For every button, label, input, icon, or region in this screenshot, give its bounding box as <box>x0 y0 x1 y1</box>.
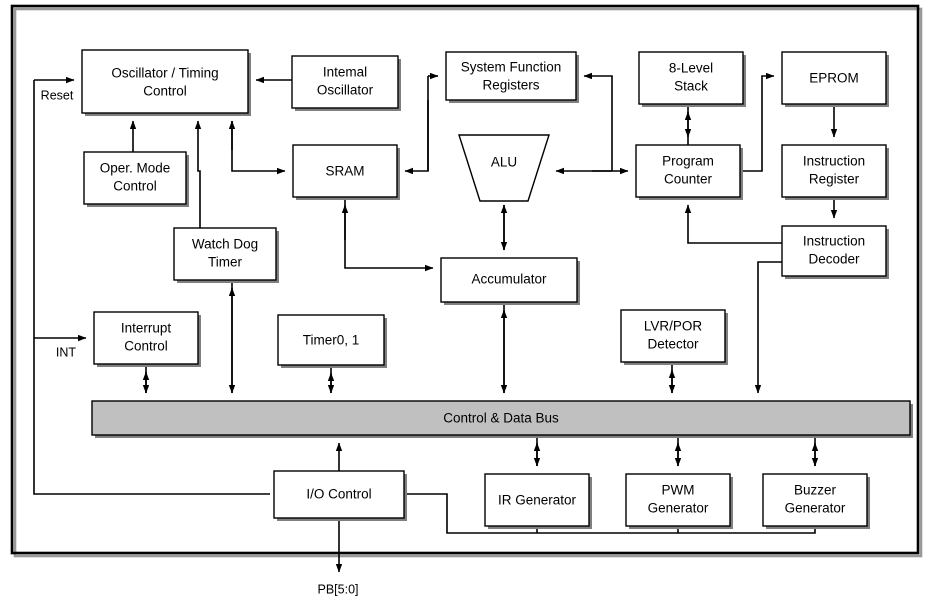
block-timer01-label-1: Timer0, 1 <box>303 333 360 348</box>
block-io-control[interactable]: I/O Control <box>273 470 407 521</box>
block-program-counter[interactable]: Program Counter <box>635 144 743 200</box>
block-system-function-registers[interactable]: System Function Registers <box>445 51 579 103</box>
block-stack[interactable]: 8-Level Stack <box>638 51 746 107</box>
wire-progcounter-to-eprom <box>740 72 775 172</box>
control-data-bus[interactable]: Control & Data Bus <box>91 400 913 438</box>
block-eprom[interactable]: EPROM <box>781 51 889 107</box>
label-reset: Reset <box>41 88 74 102</box>
edge-label-layer: Reset INT PB[5:0] <box>41 88 359 596</box>
block-instruction-register-label-1: Instruction <box>803 154 865 169</box>
wire-layer <box>33 72 838 573</box>
wire-reset-bus-left <box>33 80 270 495</box>
wire-oscillator-to-sram <box>231 121 286 175</box>
block-ir-generator-label-1: IR Generator <box>498 493 577 508</box>
block-instruction-register-label-2: Register <box>809 172 860 187</box>
block-sram[interactable]: SRAM <box>292 144 400 200</box>
block-osc-timing[interactable]: Oscillator / Timing Control <box>81 49 251 116</box>
wire-decoder-to-progcounter <box>684 204 782 244</box>
block-buzzer-generator-label-2: Generator <box>785 501 846 516</box>
block-internal-oscillator-label-1: Intemal <box>323 65 367 80</box>
block-interrupt-control-label-1: Interrupt <box>121 321 172 336</box>
wire-generators-rail-to-io-control <box>404 493 816 534</box>
block-oper-mode-label-2: Control <box>113 179 157 194</box>
block-accumulator-label-1: Accumulator <box>471 272 547 287</box>
block-sfr-label-2: Registers <box>482 78 539 93</box>
block-instruction-decoder[interactable]: Instruction Decoder <box>781 225 889 279</box>
control-data-bus-label: Control & Data Bus <box>443 411 559 426</box>
block-watchdog-label-2: Timer <box>208 255 242 270</box>
block-instruction-register[interactable]: Instruction Register <box>781 144 889 200</box>
block-buzzer-generator-label-1: Buzzer <box>794 483 837 498</box>
block-sfr-label-1: System Function <box>461 60 562 75</box>
outer-frame <box>10 4 920 555</box>
outer-frame-shadow <box>13 7 923 558</box>
block-layer: Oscillator / Timing Control Intemal Osci… <box>81 49 913 529</box>
block-stack-label-1: 8-Level <box>669 61 713 76</box>
wire-progcounter-to-sfr <box>583 72 613 171</box>
wire-watchdog-to-oscillator <box>194 120 202 228</box>
block-lvr-por-label-1: LVR/POR <box>644 319 703 334</box>
block-pwm-generator-label-1: PWM <box>662 483 695 498</box>
block-watchdog-label-1: Watch Dog <box>192 237 258 252</box>
block-buzzer-generator[interactable]: Buzzer Generator <box>762 473 870 529</box>
block-timer01[interactable]: Timer0, 1 <box>277 314 387 368</box>
block-accumulator[interactable]: Accumulator <box>440 257 580 305</box>
block-io-control-label-1: I/O Control <box>306 487 371 502</box>
block-alu[interactable]: ALU <box>458 134 550 202</box>
wire-sram-to-accumulator <box>344 197 434 272</box>
block-osc-timing-label-2: Control <box>143 84 187 99</box>
label-int: INT <box>56 345 77 359</box>
block-program-counter-label-2: Counter <box>664 172 713 187</box>
block-sram-label-1: SRAM <box>325 164 364 179</box>
block-instruction-decoder-label-1: Instruction <box>803 234 865 249</box>
block-watchdog-timer[interactable]: Watch Dog Timer <box>173 227 279 283</box>
wire-sfr-to-sram <box>404 100 429 175</box>
block-pwm-generator-label-2: Generator <box>648 501 709 516</box>
block-pwm-generator[interactable]: PWM Generator <box>625 473 733 529</box>
block-eprom-label-1: EPROM <box>809 71 859 86</box>
block-interrupt-control-label-2: Control <box>124 339 168 354</box>
block-internal-oscillator-label-2: Oscillator <box>317 83 374 98</box>
block-lvr-por-label-2: Detector <box>647 337 699 352</box>
block-lvr-por-detector[interactable]: LVR/POR Detector <box>620 309 728 365</box>
block-oper-mode-label-1: Oper. Mode <box>100 161 171 176</box>
block-program-counter-label-1: Program <box>662 154 714 169</box>
label-pb: PB[5:0] <box>318 582 359 596</box>
block-ir-generator[interactable]: IR Generator <box>484 473 592 529</box>
wire-decoder-down-to-bus <box>754 261 782 394</box>
block-osc-timing-label-1: Oscillator / Timing <box>111 66 218 81</box>
block-interrupt-control[interactable]: Interrupt Control <box>93 311 201 367</box>
block-internal-oscillator[interactable]: Intemal Oscillator <box>291 55 401 111</box>
block-oper-mode-control[interactable]: Oper. Mode Control <box>83 151 189 207</box>
block-alu-label: ALU <box>491 155 517 170</box>
block-stack-label-2: Stack <box>674 79 708 94</box>
block-instruction-decoder-label-2: Decoder <box>808 252 860 267</box>
